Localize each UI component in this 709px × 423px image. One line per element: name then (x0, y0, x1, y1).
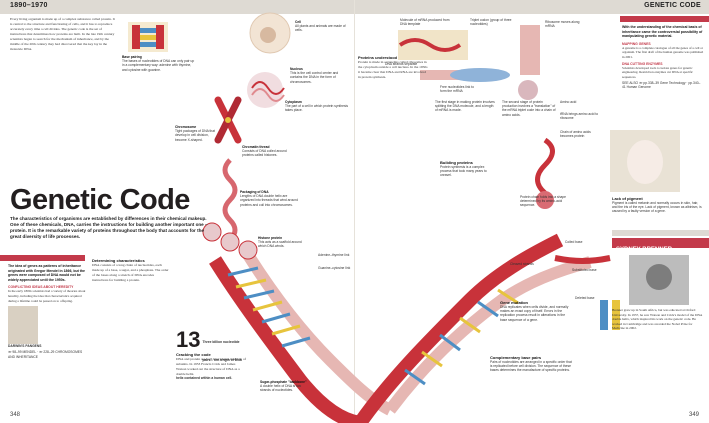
mutation-text: DNA replicates when cells divide, and no… (500, 305, 569, 322)
synthesis-diagram (398, 25, 555, 209)
proteins-column: Proteins understood Protein is made in o… (358, 55, 428, 80)
after-refs: SEE ALSO ≫ pp.338–39 Gene Technology · p… (622, 81, 701, 90)
before-bar: BEFORE (0, 255, 85, 269)
synth-strands-label: DNA strands separate (385, 62, 418, 66)
cleaved-label: Cleaved strands (510, 262, 534, 266)
after-h2: DNA CUTTING ENZYMES (622, 62, 663, 66)
histone-beads (202, 222, 258, 260)
lack-head: Lack of pigment (612, 196, 643, 201)
base-link-label-2: Guanine–cytosine link (318, 266, 351, 270)
cracking-text: DNA and protein are both long chains mad… (176, 357, 246, 376)
proteins-head: Proteins understood (358, 55, 398, 60)
synth-amino-label: Amino acid (560, 100, 577, 104)
double-helix (209, 233, 592, 423)
chromosome-image (214, 96, 242, 144)
synth-step2: The second stage of protein production i… (502, 100, 556, 117)
standfirst: The characteristics of organisms are est… (10, 216, 208, 239)
page-number-right: 349 (688, 412, 699, 418)
determining-head: Determining characteristics (92, 258, 145, 263)
quote-text: Three billion nucleotide pairs... the le… (176, 340, 242, 380)
nucleus-image (247, 72, 285, 108)
coiled-label: Coiled base (565, 240, 583, 244)
bio-bar: MICROBIOLOGIST (1927– ) (612, 230, 709, 244)
building-head: Building proteins (440, 160, 473, 165)
cracking-section: Cracking the code DNA and protein are bo… (176, 352, 246, 377)
bio-text: Brenner grew up in South Africa, but was… (612, 308, 703, 331)
proteins-text: Protein is made in organelles called rib… (358, 60, 428, 79)
gutter (354, 0, 355, 423)
determining-section: Determining characteristics DNA consists… (92, 258, 170, 283)
section-title: GENETIC CODE (644, 2, 701, 9)
base-pair-text: The bases of nucleotides of DNA can only… (122, 59, 195, 72)
complementary-section: Complementary base pairs Pairs of nucleo… (490, 355, 575, 373)
date-range: 1890–1970 (10, 2, 48, 9)
synth-chain-label: Chain of amino acids becomes protein (560, 130, 591, 139)
quote-number: 13 (176, 327, 201, 352)
after-h1: MAPPING GENES (622, 41, 651, 46)
synth-triplet-label: Triplet codon (group of three nucleotide… (470, 18, 512, 27)
lack-section: Lack of pigment Pigment is called melani… (612, 196, 702, 214)
synth-fold: Protein chain folds into a shape determi… (520, 195, 567, 208)
substituted-label: Substituted base (572, 268, 597, 272)
bio-name-bar: SYDNEY BRENNER (612, 238, 709, 253)
after-t1: A genome is a complete catalogue of all … (622, 45, 704, 59)
lack-text: Pigment is called melanin and normally o… (612, 201, 702, 214)
before-subhead: CONFLICTING IDEAS ABOUT HEREDITY (8, 285, 74, 290)
sugar-phosphate-label: Sugar-phosphate "backbone"A double helix… (260, 380, 307, 393)
base-pair-diagram (128, 22, 168, 52)
quote-block: 13 Three billion nucleotide pairs... the… (176, 327, 246, 384)
mutation-section: Gene mutation DNA replicates when cells … (500, 300, 570, 322)
after-column: With the understanding of the chemical b… (622, 25, 704, 90)
base-pair-label: Base pairing The bases of nucleotides of… (122, 55, 197, 72)
base-pair-title: Base pairing (122, 55, 142, 59)
header-bar-right: GENETIC CODE (355, 0, 709, 14)
complementary-head: Complementary base pairs (490, 355, 542, 360)
synth-trna-label: tRNA brings amino acid to ribosome (560, 112, 599, 121)
determining-text: DNA consists of a long chain of nucleoti… (92, 263, 169, 282)
darwin-caption: DARWIN'S PANGENS (8, 344, 42, 349)
header-bar-left: 1890–1970 (0, 0, 354, 14)
after-intro: With the understanding of the chemical b… (622, 25, 703, 39)
mutation-head: Gene mutation (500, 300, 529, 305)
page-number-left: 348 (10, 412, 21, 418)
before-column: The idea of genes as patterns of inherit… (8, 264, 86, 359)
before-intro: The idea of genes as patterns of inherit… (8, 264, 86, 282)
building-column: Building proteins Protein synthesis is a… (440, 160, 495, 178)
intro-paragraph: Every living organism is made up of a co… (10, 17, 115, 51)
darwin-image (8, 306, 38, 345)
before-text: In the early 1800s scientists had a vari… (8, 289, 86, 303)
deleted-label: Deleted base (575, 296, 595, 300)
complementary-text: Pairs of nucleotides are arranged in a s… (490, 360, 572, 373)
mutation-diagram (554, 255, 620, 330)
synth-dna-label: Molecule of mRNA produced from DNA templ… (400, 18, 450, 27)
cracking-head: Cracking the code (176, 352, 211, 357)
base-link-label-1: Adenine–thymine link (318, 253, 350, 257)
synth-freenuc-label: Free nucleotides link to form the mRNA (440, 85, 474, 94)
before-refs: ≫ 98–99 MENDEL · ≫ 228–29 CHROMOSOMES AN… (8, 350, 83, 359)
chromatin-thread (222, 158, 238, 242)
after-t2: Scientists developed tools to isolate ge… (622, 66, 693, 79)
after-bar: AFTER (620, 16, 709, 30)
page-title: Genetic Code (10, 184, 190, 216)
synth-ribosome-label: Ribosome moves along mRNA (545, 20, 580, 29)
synth-step1: The first stage in making protein involv… (435, 100, 495, 113)
building-text: Protein synthesis is a complex process t… (440, 165, 487, 178)
